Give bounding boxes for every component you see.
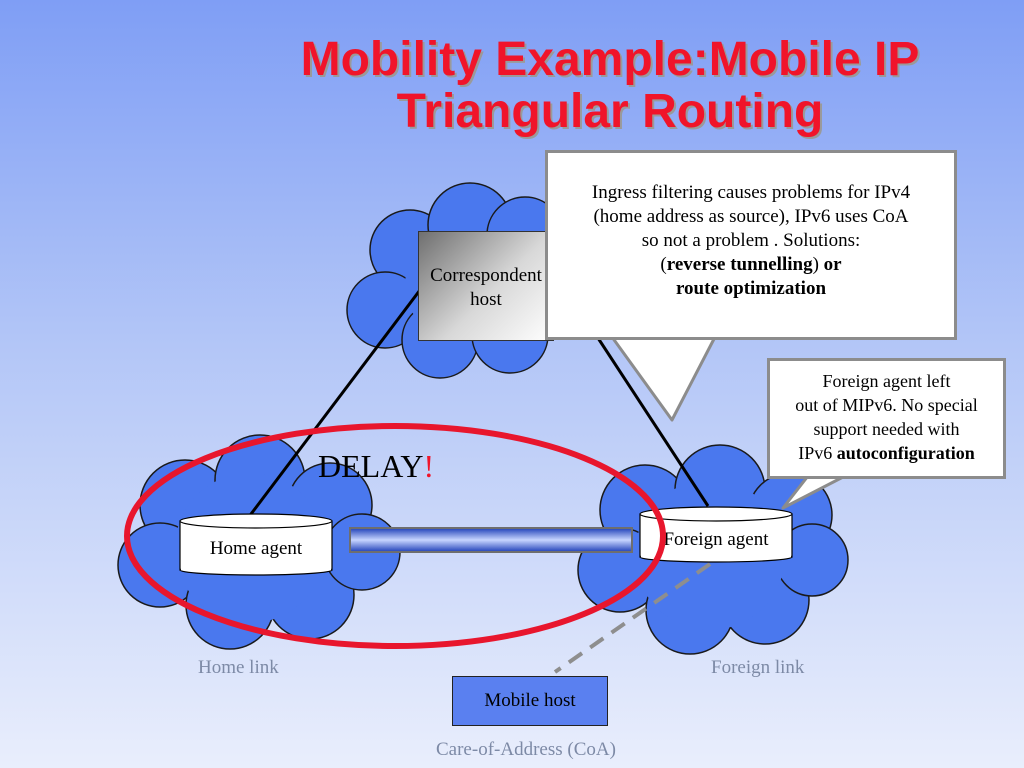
callout-foreign-agent: Foreign agent left out of MIPv6. No spec… [767, 358, 1006, 479]
foreign-agent-cylinder: Foreign agent [639, 506, 793, 563]
reverse-tunnelling-text: reverse tunnelling [666, 254, 813, 275]
page-title-line1: Mobility Example:Mobile IP [300, 33, 920, 86]
route-correspondent-to-foreign [596, 337, 710, 507]
route-optimization-text: route optimization [675, 278, 827, 299]
callout-ingress-line1: Ingress filtering causes problems for IP… [591, 182, 911, 203]
correspondent-host-box: Correspondent host [418, 231, 554, 341]
callout-foreign-line4: IPv6 autoconfiguration [772, 441, 1001, 465]
ipv6-text: IPv6 [798, 443, 837, 463]
correspondent-host-line2: host [470, 289, 502, 310]
autoconfiguration-text: autoconfiguration [836, 443, 975, 463]
home-agent-label: Home agent [210, 538, 303, 559]
paren-open: ( [660, 254, 667, 275]
foreign-link-label: Foreign link [711, 657, 805, 678]
callout-ingress-tail [610, 335, 717, 422]
home-agent-cylinder: Home agent [179, 513, 333, 576]
callout-ingress-line3: so not a problem . Solutions: [641, 230, 861, 251]
or-text: or [823, 254, 842, 275]
callout-ingress-filtering: Ingress filtering causes problems for IP… [545, 150, 957, 340]
tunnel-bar [349, 527, 633, 553]
callout-foreign-line2: out of MIPv6. No special [795, 395, 978, 415]
mobile-host-box: Mobile host [452, 676, 608, 726]
correspondent-host-line1: Correspondent [430, 265, 542, 286]
foreign-agent-label: Foreign agent [663, 529, 769, 550]
callout-foreign-line3: support needed with [813, 419, 960, 439]
callout-ingress-line2: (home address as source), IPv6 uses CoA [593, 206, 909, 227]
callout-ingress-line4: (reverse tunnelling) or [556, 253, 946, 277]
delay-word: DELAY [318, 448, 424, 484]
callout-foreign-line1: Foreign agent left [822, 371, 951, 391]
wireless-link-dashed [553, 562, 712, 674]
home-link-label: Home link [198, 657, 279, 678]
delay-ring [124, 423, 666, 649]
delay-label: DELAY! [318, 448, 434, 485]
paren-close: ) [812, 254, 824, 275]
mobile-host-label: Mobile host [484, 690, 576, 711]
page-title-line2: Triangular Routing [396, 85, 824, 138]
callout-ingress-line5: route optimization [556, 277, 946, 301]
delay-exclamation: ! [423, 448, 435, 484]
care-of-address-label: Care-of-Address (CoA) [436, 739, 616, 760]
route-correspondent-to-home [243, 289, 422, 523]
